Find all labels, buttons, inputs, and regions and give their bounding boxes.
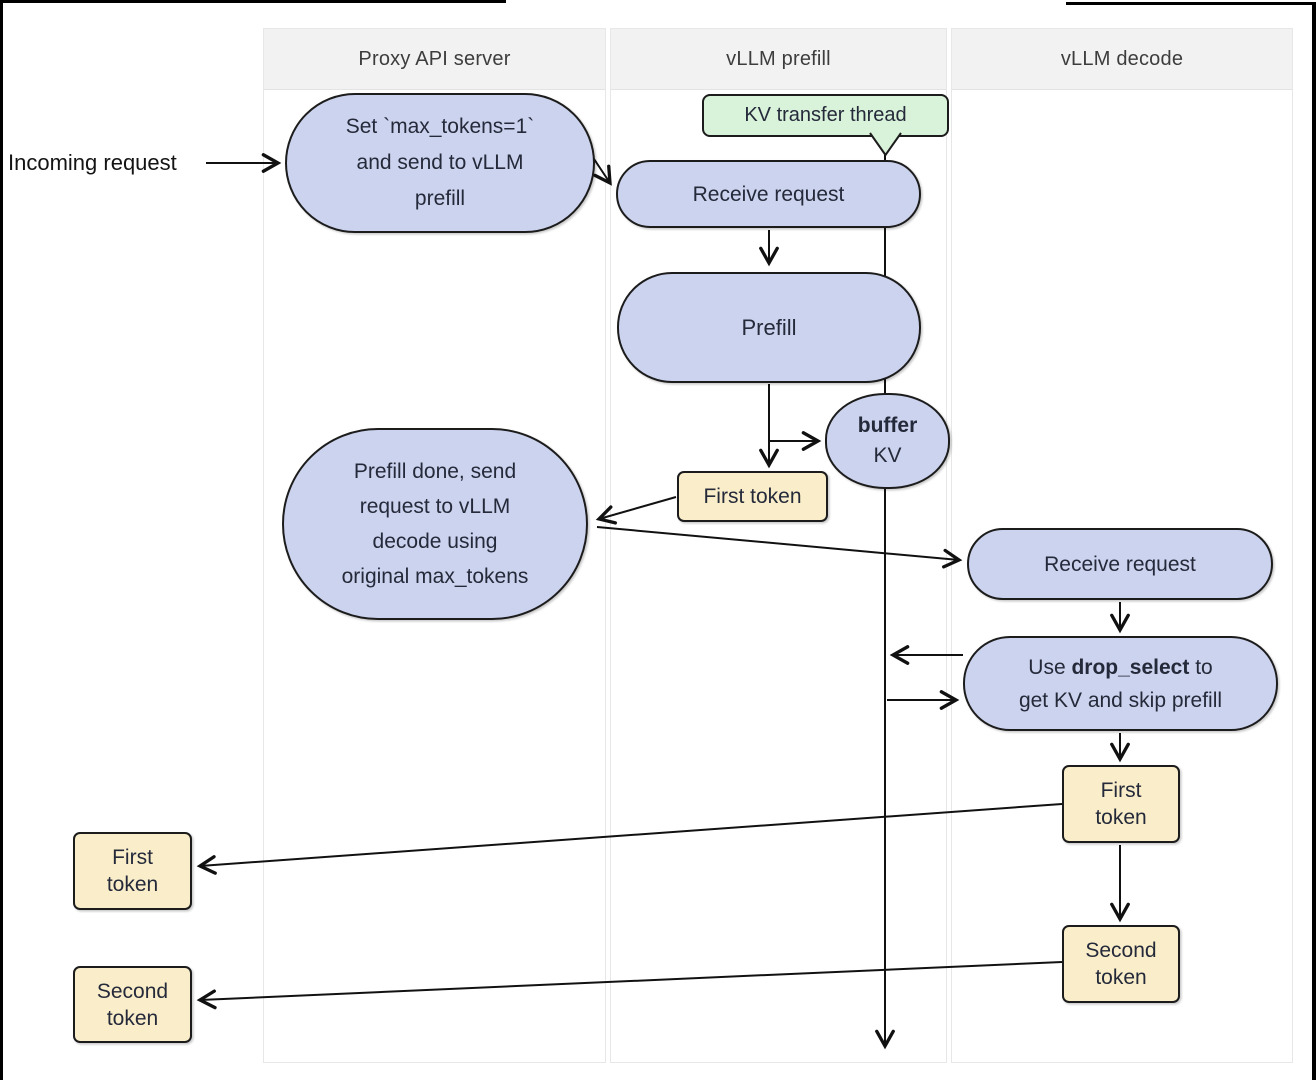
node-text: Set `max_tokens=1` [345,115,535,138]
lane-header-proxy-label: Proxy API server [358,47,511,70]
node-buffer-kv: buffer KV [825,393,950,489]
lane-header-proxy: Proxy API server [264,29,605,90]
kv-thread-callout-tail [869,131,902,157]
node-text: original max_tokens [341,565,529,588]
frame-right-edge [1312,2,1316,1080]
incoming-request-label: Incoming request [8,150,177,176]
lane-header-decode-label: vLLM decode [1060,47,1184,70]
node-text: First token [703,485,802,508]
frame-top-left-edge [0,0,506,3]
node-text: token [1095,966,1147,989]
node-text: and send to vLLM [356,151,524,174]
incoming-request-text: Incoming request [8,150,177,175]
arrow-prefill-done-to-receive-decode [596,526,963,569]
node-first-token-left: First token [73,832,192,910]
node-second-token-decode: Second token [1062,925,1180,1003]
arrow-first-token-to-prefill-done [595,496,677,525]
node-text: decode using [372,530,498,553]
frame-top-right-edge [1066,2,1316,5]
node-drop-select: Use drop_select to get KV and skip prefi… [963,636,1278,731]
arrow-second-token-decode-to-left [196,961,1063,1010]
node-text: token [1095,806,1147,829]
node-first-token-decode: First token [1062,765,1180,843]
lane-header-prefill: vLLM prefill [611,29,946,90]
node-text: Prefill [741,315,797,340]
node-text: Receive request [1044,552,1196,576]
arrow-first-token-decode-to-left [196,803,1063,875]
node-text: Use [1028,655,1072,679]
node-kv-transfer-thread: KV transfer thread [702,94,949,137]
node-first-token-prefill: First token [677,471,828,522]
node-text: Prefill done, send [353,460,517,483]
node-text: token [106,1006,159,1030]
node-text: KV [873,444,902,467]
node-text: get KV and skip prefill [1018,688,1223,712]
node-text: Second [96,979,169,1003]
node-receive-request-prefill: Receive request [616,160,921,228]
node-prefill-done: Prefill done, send request to vLLM decod… [282,428,588,620]
node-text-bold: drop_select [1071,655,1190,679]
node-text: KV transfer thread [744,104,907,126]
node-text: Receive request [692,182,845,206]
lane-header-decode: vLLM decode [952,29,1292,90]
node-text: token [106,873,159,896]
frame-left-edge [0,0,3,1080]
node-text: First [1100,779,1142,802]
node-text: prefill [414,187,466,210]
node-text: First [112,846,153,869]
arrow-set-to-receive-prefill [591,155,612,186]
node-prefill: Prefill [617,272,921,383]
node-second-token-left: Second token [73,966,192,1043]
node-text: to [1189,655,1213,679]
node-text: Use drop_select to [1028,651,1212,684]
lane-header-prefill-label: vLLM prefill [726,47,831,70]
node-text: request to vLLM [359,495,511,518]
node-text: Second [1085,939,1157,962]
node-set-max-tokens: Set `max_tokens=1` and send to vLLM pref… [285,93,595,233]
node-receive-request-decode: Receive request [967,528,1273,600]
node-text-bold: buffer [857,414,918,437]
